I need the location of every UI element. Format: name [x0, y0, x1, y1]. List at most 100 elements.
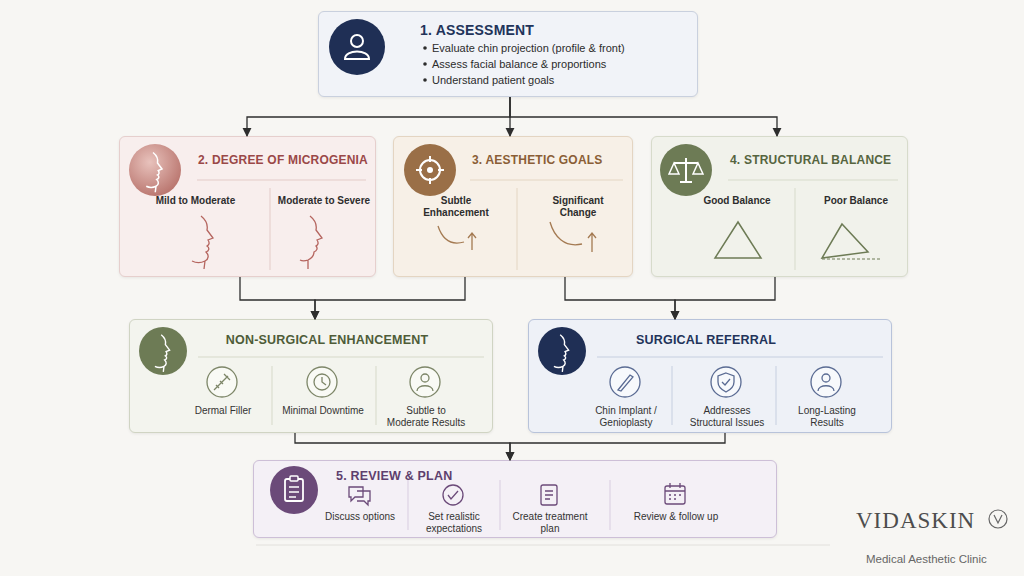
item-icon — [818, 386, 834, 391]
item-label: Long-Lasting Results — [787, 405, 867, 429]
profile-icon — [155, 335, 170, 372]
item-icon — [822, 374, 830, 382]
clipboard-icon — [270, 466, 318, 514]
triangle-sketch — [715, 222, 880, 259]
review-icon — [665, 483, 685, 499]
clipboard-icon — [289, 487, 299, 497]
user-icon — [329, 19, 385, 75]
review-icon — [545, 491, 553, 499]
chin-sketch — [468, 233, 476, 250]
item-label: Set realistic expectations — [414, 511, 494, 535]
target-icon — [404, 144, 456, 196]
review-icon — [349, 483, 685, 505]
review-icon — [443, 485, 463, 505]
review-icon — [349, 487, 363, 501]
review-icon — [357, 491, 370, 505]
item-label: Review & follow up — [626, 511, 726, 523]
divider-line — [517, 188, 518, 270]
divider-line — [728, 180, 898, 181]
triangle-sketch — [715, 222, 761, 258]
scale-icon — [669, 163, 703, 174]
divider-line — [610, 480, 611, 530]
logo-mark — [989, 510, 1007, 528]
item-label: Chin Implant / Genioplasty — [586, 405, 666, 429]
item-label: Create treatment plan — [510, 511, 590, 535]
brand-name: VIDASKIN — [856, 508, 975, 534]
review-icon — [541, 485, 557, 505]
profile-icon — [139, 327, 187, 375]
divider-line — [500, 480, 501, 530]
node-title: 3. AESTHETIC GOALS — [472, 153, 627, 168]
item-icon — [207, 367, 440, 397]
bullet-dot — [423, 46, 427, 50]
flow-connector — [295, 433, 510, 460]
item-icon — [322, 377, 326, 385]
item-icon — [214, 374, 230, 390]
bottom-rule — [256, 545, 830, 546]
face-sketch — [192, 216, 322, 269]
profile-icon — [146, 153, 162, 193]
option-label: Good Balance — [682, 195, 792, 207]
user-icon — [345, 52, 369, 60]
scale-icon — [674, 158, 698, 182]
criteria-box: 3. AESTHETIC GOALSSubtle EnhancementSign… — [393, 136, 633, 277]
divider-line — [272, 366, 273, 425]
logo-mark — [994, 515, 1002, 523]
flow-connector — [509, 97, 510, 136]
option-label: Significant Change — [538, 195, 618, 219]
logo-mark — [989, 510, 1007, 528]
divider-line — [408, 480, 409, 530]
profile-icon — [538, 327, 586, 375]
option-box: NON-SURGICAL ENHANCEMENT Dermal Filler Min… — [129, 319, 493, 433]
node-title: NON-SURGICAL ENHANCEMENT — [182, 333, 472, 348]
clipboard-icon — [290, 476, 298, 481]
item-icon — [314, 374, 330, 390]
bottom-rule — [256, 545, 830, 546]
chin-sketch — [438, 226, 464, 243]
item-icon — [610, 367, 640, 397]
item-icon — [410, 367, 440, 397]
option-label: Mild to Moderate — [128, 195, 263, 207]
user-icon — [329, 19, 385, 75]
step-box: 5. REVIEW & PLANDiscuss optionsSet reali… — [253, 460, 777, 538]
item-label: Minimal Downtime — [278, 405, 368, 417]
clipboard-icon — [270, 466, 318, 514]
review-icon — [665, 486, 685, 504]
item-icon — [718, 373, 734, 392]
profile-icon — [538, 327, 586, 375]
clipboard-icon — [285, 479, 303, 501]
chin-sketch — [438, 222, 596, 252]
target-icon — [427, 167, 433, 173]
bullet-text: Evaluate chin projection (profile & fron… — [432, 42, 694, 55]
divider-line — [408, 480, 610, 530]
criteria-box: 2. DEGREE OF MICROGENIAMild to ModerateM… — [119, 136, 376, 277]
face-sketch — [192, 216, 213, 269]
divider-line — [597, 357, 883, 425]
scale-icon — [660, 144, 712, 196]
item-label: Subtle to Moderate Results — [384, 405, 468, 429]
divider-line — [776, 366, 777, 425]
option-label: Poor Balance — [804, 195, 908, 207]
item-icon — [610, 367, 841, 397]
item-label: Dermal Filler — [178, 405, 268, 417]
item-icon — [618, 375, 633, 391]
profile-icon — [129, 144, 181, 196]
profile-icon — [554, 335, 569, 372]
bullet-dot — [423, 46, 427, 82]
item-label: Discuss options — [320, 511, 400, 523]
scale-icon — [660, 144, 712, 196]
chin-sketch — [588, 233, 596, 252]
option-label: Moderate to Severe — [272, 195, 376, 207]
divider-line — [470, 180, 623, 181]
criteria-box: 4. STRUCTURAL BALANCEGood BalancePoor Ba… — [651, 136, 908, 277]
triangle-sketch — [822, 259, 880, 260]
divider-line — [672, 366, 673, 425]
divider-line — [270, 188, 271, 270]
divider-line — [198, 357, 484, 425]
bullet-text: Assess facial balance & proportions — [432, 58, 694, 71]
step-box: 1. ASSESSMENTEvaluate chin projection (p… — [318, 11, 698, 97]
divider-line — [198, 357, 484, 358]
flow-connector — [510, 97, 777, 136]
divider-line — [197, 180, 366, 181]
